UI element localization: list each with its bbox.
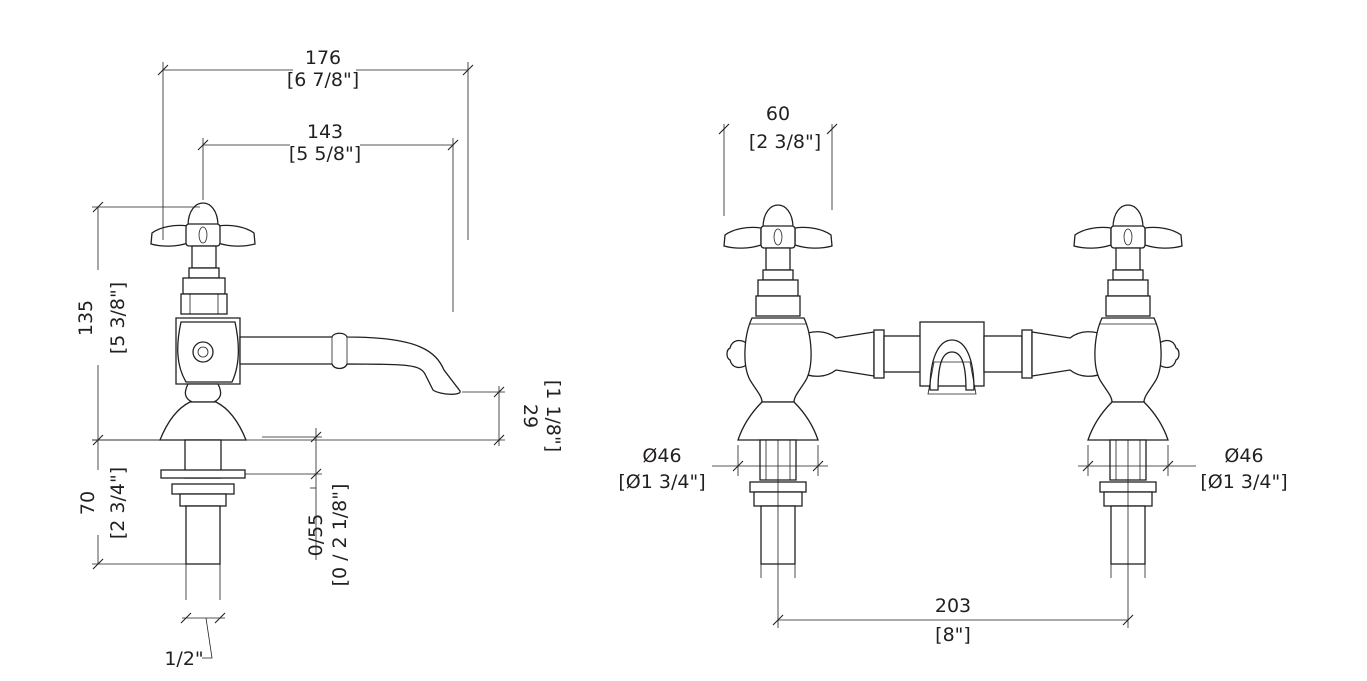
dim-46r-mm: Ø46	[1224, 445, 1263, 467]
dim-29-in: [1 1/8"]	[542, 380, 564, 452]
dim-46r-tick	[1162, 460, 1174, 472]
dim-70-tick	[92, 558, 104, 570]
side-view-faucet	[150, 202, 461, 600]
dim-143-tick	[197, 139, 209, 151]
front-spout-mouth	[927, 361, 977, 395]
dim-29-mm: 29	[519, 404, 541, 428]
dim-70-in: [2 3/4"]	[107, 467, 129, 539]
dim-29-tick	[493, 434, 505, 446]
dim-135-in: [5 3/8"]	[107, 282, 129, 354]
front-bridge-tube-right	[983, 335, 1023, 373]
dim-203-tick	[772, 614, 784, 626]
side-stem	[191, 245, 217, 269]
front-bridge-collar-right	[1021, 329, 1033, 379]
dim-176-tick	[157, 64, 169, 76]
side-washer	[160, 469, 246, 479]
dim-29-tick	[493, 386, 505, 398]
side-handle-right-arm	[217, 224, 256, 247]
dim-60-mm: 60	[766, 103, 790, 125]
dim-203-in: [8"]	[935, 624, 971, 646]
front-spout-block	[919, 321, 985, 387]
dim-70-mm: 70	[77, 491, 99, 515]
dim-055-tick	[310, 468, 322, 480]
dim-60-tick	[826, 123, 838, 135]
front-bridge-collar-left	[873, 329, 885, 379]
front-knob-right	[1157, 339, 1180, 369]
side-handle-screw	[198, 226, 208, 244]
dim-203-mm: 203	[935, 595, 971, 617]
dim-176-tick	[462, 64, 474, 76]
dim-46r-tick	[1082, 460, 1094, 472]
dim-60-tick	[718, 123, 730, 135]
dim-thread-label: 1/2"	[164, 648, 203, 670]
dim-135-tick	[92, 201, 104, 213]
dim-143-mm: 143	[307, 121, 343, 143]
side-stem-collar	[188, 267, 220, 279]
dim-thread-leader	[202, 617, 213, 659]
side-handle-dome	[187, 202, 219, 227]
dim-143-in: [5 5/8"]	[289, 143, 361, 165]
front-spout-outlet	[929, 339, 975, 391]
side-nut-lower	[180, 293, 228, 315]
side-nut	[182, 277, 226, 295]
side-shank-lower	[185, 505, 221, 565]
dim-203-tick	[1122, 614, 1134, 626]
dim-055-in: [0 / 2 1/8"]	[329, 484, 351, 587]
front-view-dimensions: 60 [2 3/8"] Ø46 [Ø1 3/4"] Ø46 [Ø1 3/4"] …	[618, 103, 1287, 646]
dim-143-tick	[447, 139, 459, 151]
dim-055-mm: 0/55	[305, 514, 327, 557]
dim-46l-tick	[812, 460, 824, 472]
side-base-flange	[159, 401, 247, 441]
dim-176-mm: 176	[305, 47, 341, 69]
front-view-faucet	[723, 204, 1183, 579]
side-backnut	[171, 483, 235, 495]
dim-46l-mm: Ø46	[642, 445, 681, 467]
dim-46l-tick	[732, 460, 744, 472]
dim-thread-tick	[180, 612, 192, 624]
side-backnut-hex	[179, 493, 227, 507]
front-bridge-tube-left	[883, 335, 923, 373]
front-knob-left	[726, 339, 749, 369]
dim-46r-in: [Ø1 3/4"]	[1200, 471, 1287, 493]
side-handle-left-arm	[150, 224, 189, 247]
dim-055-tick	[310, 431, 322, 443]
dim-thread-tick	[214, 612, 226, 624]
side-view-dimensions: 176 [6 7/8"] 143 [5 5/8"] 135 [5 3/8"] 2…	[75, 47, 564, 670]
side-index-ring	[192, 341, 214, 363]
front-bridge-right	[1031, 331, 1107, 377]
dim-60-in: [2 3/8"]	[749, 131, 821, 153]
side-index-dot	[197, 346, 209, 358]
dim-46l-in: [Ø1 3/4"]	[618, 471, 705, 493]
dim-135-mm: 135	[75, 300, 97, 336]
side-spout-arm	[239, 332, 461, 395]
side-neck	[184, 383, 222, 403]
dim-176-in: [6 7/8"]	[287, 69, 359, 91]
